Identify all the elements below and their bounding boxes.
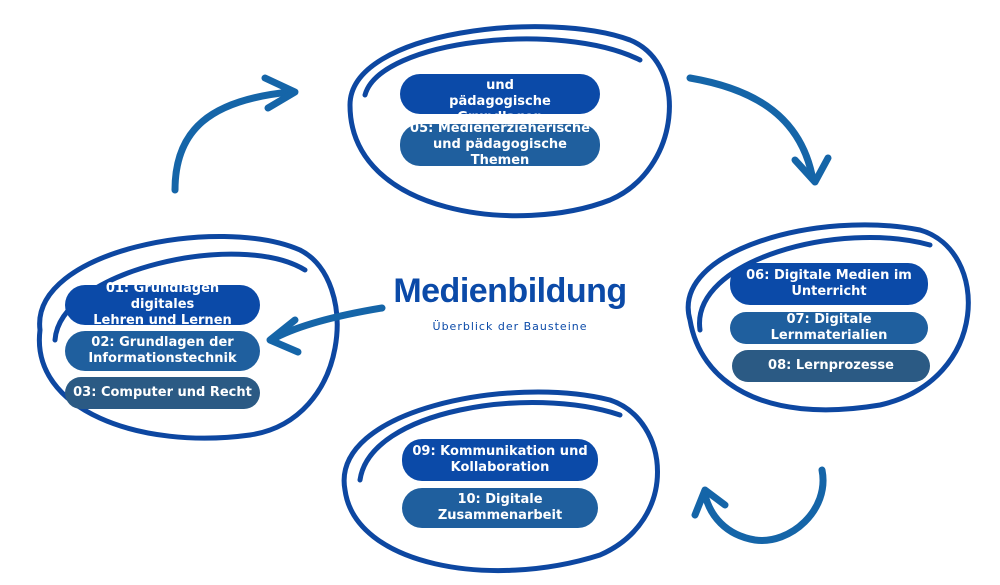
circle-right: [685, 222, 971, 413]
arrow-left-to-top: [171, 88, 294, 194]
arrow-left-to-top-head: [261, 74, 299, 112]
module-08: 08: Lernprozesse: [732, 350, 930, 382]
module-03: 03: Computer und Recht: [65, 377, 260, 409]
module-10: 10: Digitale Zusammenarbeit: [402, 488, 598, 528]
module-01: 01: Grundlagen digitales Lehren und Lern…: [65, 281, 260, 328]
diagram-subtitle: Überblick der Bausteine: [432, 320, 588, 333]
module-02: 02: Grundlagen der Informationstechnik: [65, 331, 260, 371]
circle-top: [347, 24, 672, 219]
arrow-top-to-right-head: [791, 154, 832, 186]
arrow-top-to-right: [686, 74, 816, 179]
diagram-title: Medienbildung: [393, 272, 627, 310]
module-06: 06: Digitale Medien im Unterricht: [730, 263, 928, 305]
arrow-center-to-left: [271, 304, 386, 342]
arrow-center-to-left-head: [266, 316, 302, 356]
circle-left: [36, 233, 340, 441]
module-05: 05: Medienerzieherische und pädagogische…: [400, 121, 600, 168]
module-09: 09: Kommunikation und Kollaboration: [402, 439, 598, 481]
circle-bottom: [341, 389, 660, 574]
module-04: 04: Mediendidaktische und pädagogische G…: [400, 62, 600, 125]
module-07: 07: Digitale Lernmaterialien: [730, 312, 928, 344]
arrow-right-to-bottom: [701, 466, 827, 544]
arrow-right-to-bottom-head: [691, 486, 729, 519]
